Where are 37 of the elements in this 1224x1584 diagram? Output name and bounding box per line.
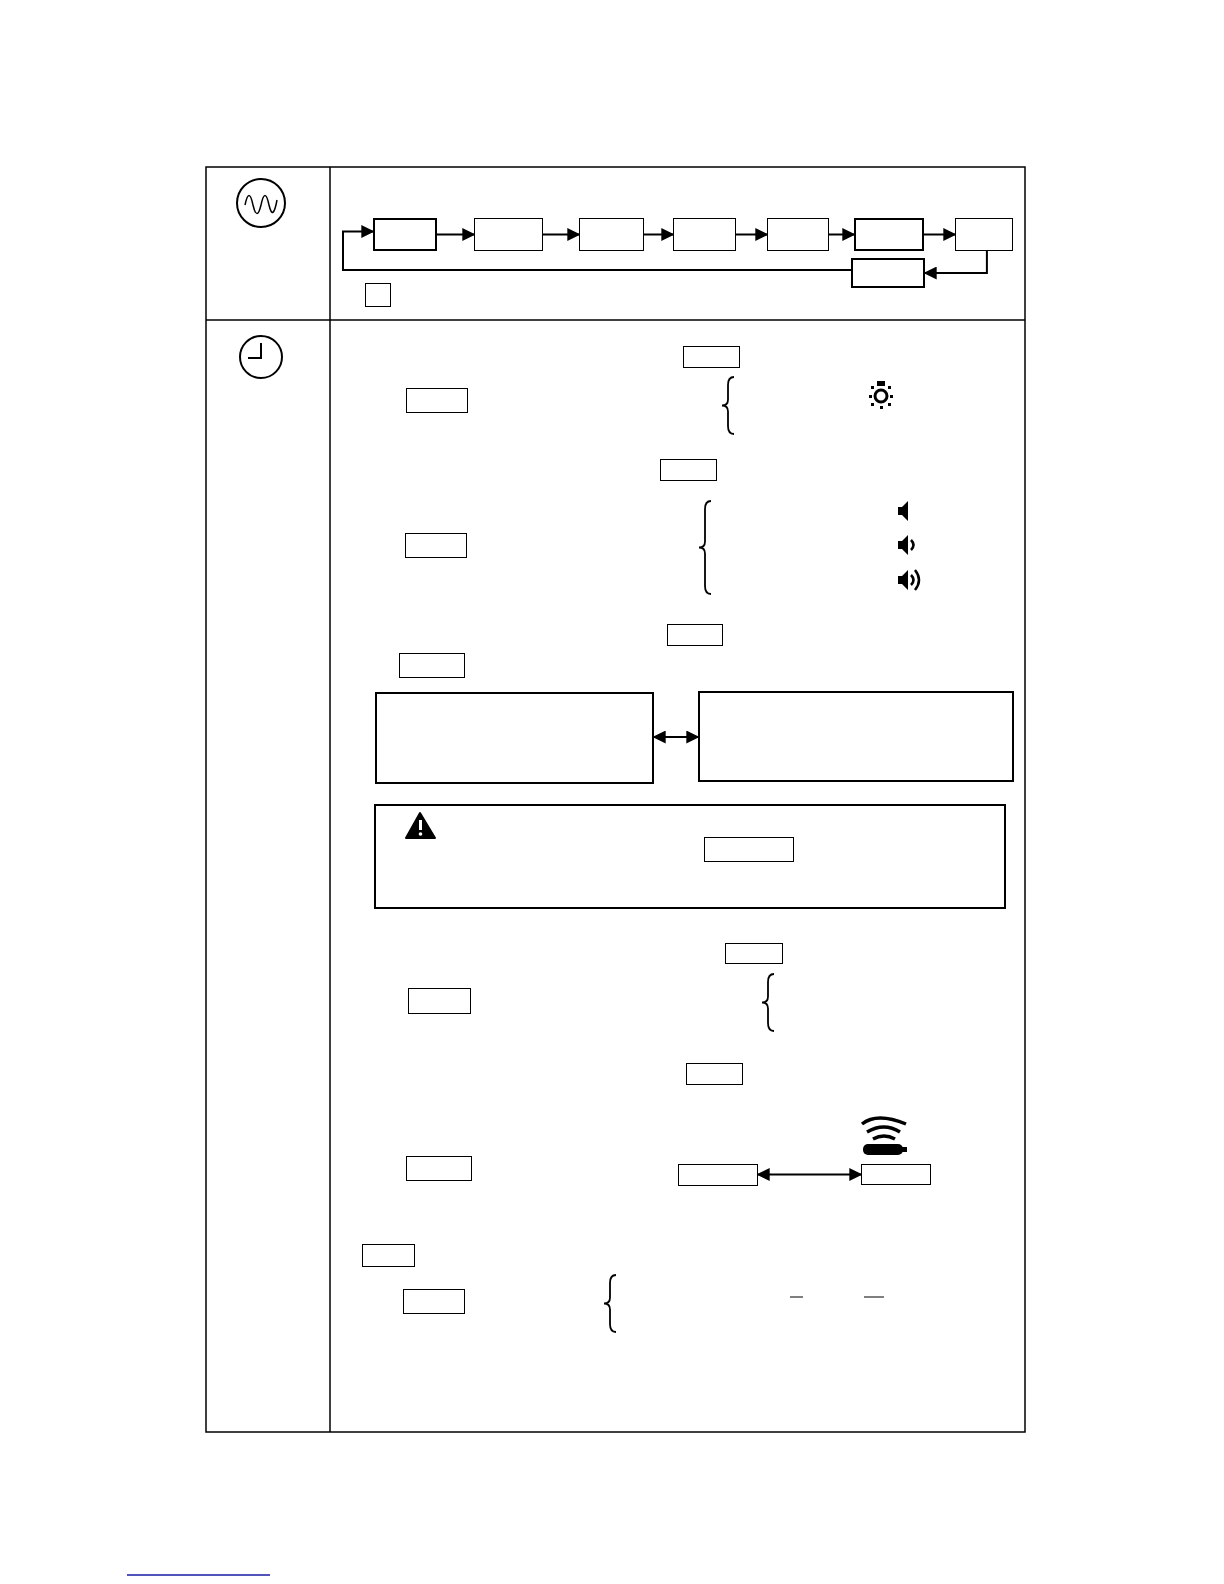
empty-box	[373, 218, 437, 251]
empty-box	[403, 1289, 465, 1314]
arrow	[923, 250, 988, 280]
empty-box	[683, 346, 740, 368]
empty-box	[474, 218, 543, 251]
empty-box	[698, 691, 1014, 782]
empty-box	[579, 218, 644, 251]
empty-box	[955, 218, 1013, 251]
arrow	[735, 228, 769, 241]
empty-box	[686, 1063, 743, 1085]
empty-box	[667, 624, 723, 646]
arrow	[542, 228, 581, 241]
empty-box	[767, 218, 829, 251]
empty-box	[406, 388, 468, 413]
empty-box	[374, 804, 1006, 909]
empty-box	[678, 1164, 758, 1186]
empty-box	[673, 218, 736, 251]
arrow	[643, 228, 675, 241]
arrow	[828, 228, 856, 241]
empty-box	[861, 1164, 931, 1185]
empty-box	[362, 1244, 415, 1267]
arrow	[342, 225, 852, 271]
arrow	[436, 228, 476, 241]
empty-box	[406, 1156, 472, 1181]
arrow	[923, 228, 957, 241]
empty-box	[365, 283, 391, 307]
empty-box	[399, 653, 465, 678]
empty-box	[375, 692, 654, 784]
empty-box	[851, 258, 925, 288]
inner-box	[704, 837, 794, 862]
empty-box	[854, 218, 924, 251]
empty-box	[725, 943, 783, 964]
arrow	[652, 730, 700, 744]
empty-box	[660, 459, 717, 481]
empty-box	[405, 533, 467, 558]
arrow	[756, 1168, 863, 1181]
empty-box	[408, 988, 471, 1014]
